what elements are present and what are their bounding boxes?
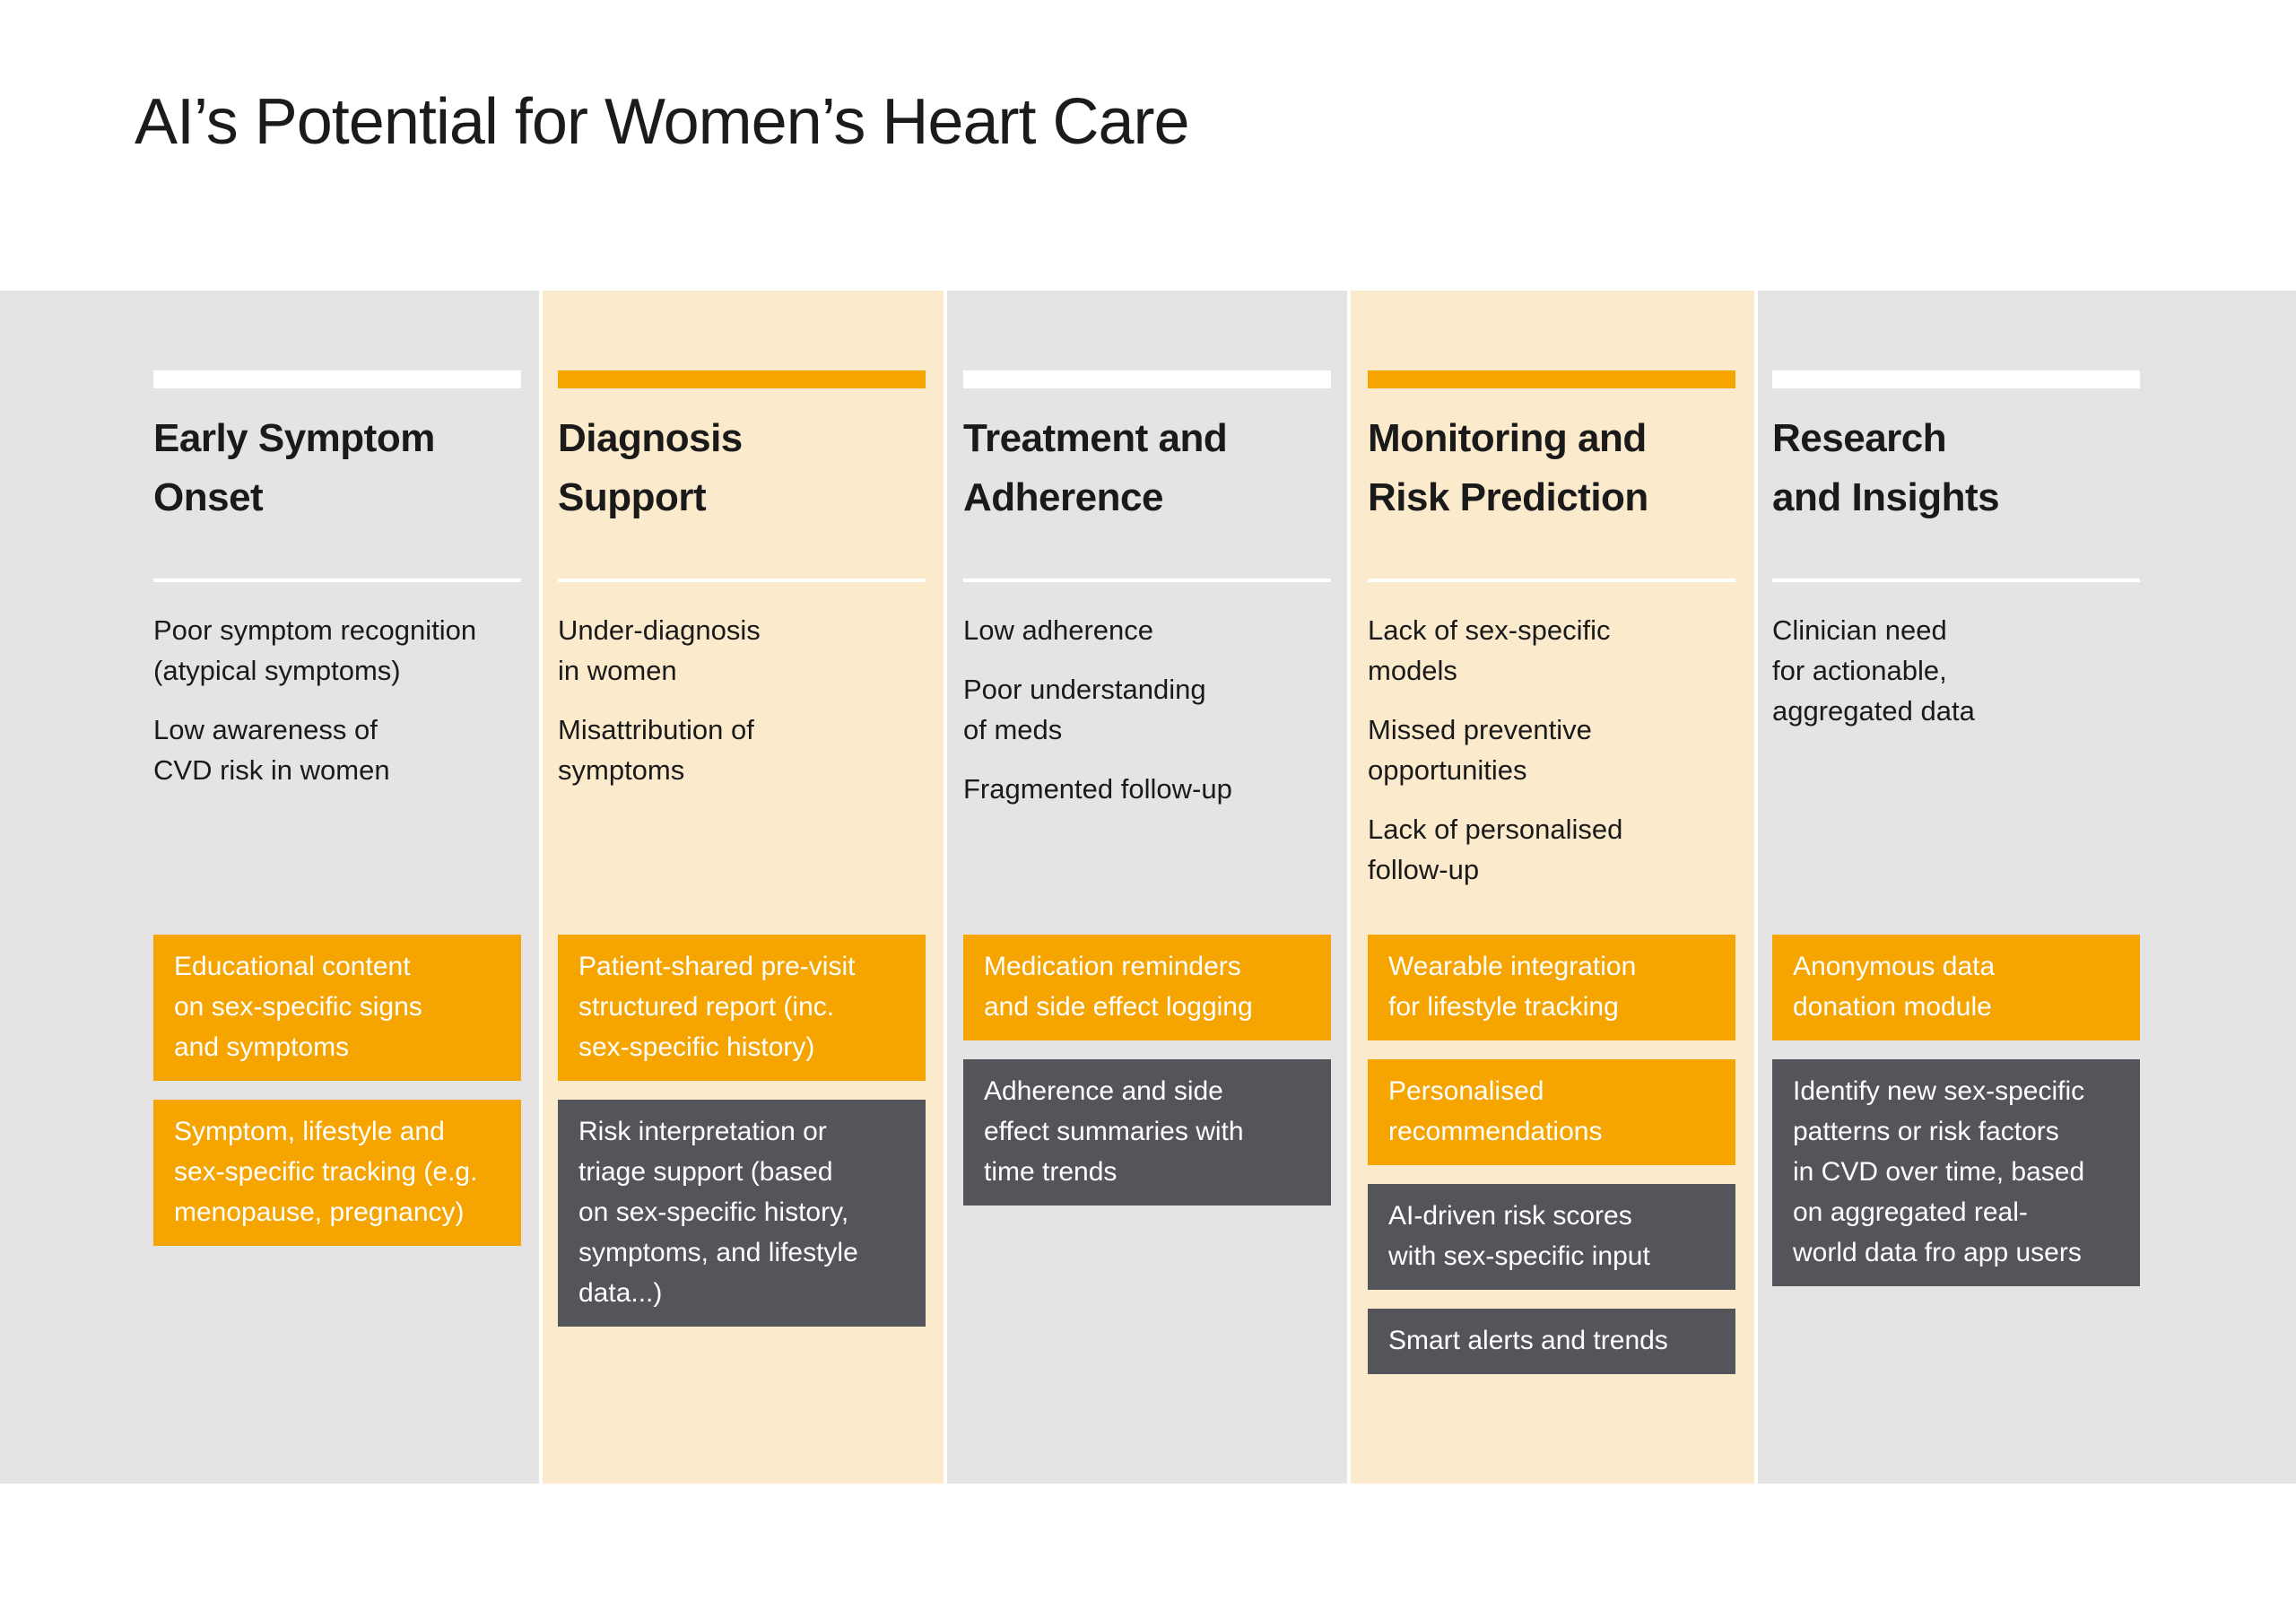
solution-box: Medication reminders and side effect log…	[963, 935, 1331, 1040]
solutions-list: Educational content on sex-specific sign…	[153, 935, 521, 1265]
problem-text: Misattribution of symptoms	[558, 714, 754, 786]
column-heading: Treatment and Adherence	[963, 416, 1228, 519]
solution-box: Identify new sex-specific patterns or ri…	[1772, 1059, 2140, 1286]
column-treatment-and-adherence: Treatment and Adherence Low adherence Po…	[947, 291, 1347, 1484]
column-top-bar	[1368, 370, 1735, 388]
problem-text: Low awareness of CVD risk in women	[153, 714, 390, 786]
column-early-symptom-onset: Early Symptom Onset Poor symptom recogni…	[0, 291, 539, 1484]
solutions-list: Medication reminders and side effect log…	[963, 935, 1331, 1224]
problem-text: Poor understanding of meds	[963, 674, 1206, 745]
column-content: Treatment and Adherence Low adherence Po…	[963, 291, 1331, 1484]
problem-text: Fragmented follow-up	[963, 773, 1232, 805]
problem-text: Low adherence	[963, 614, 1153, 646]
solutions-list: Anonymous data donation module Identify …	[1772, 935, 2140, 1305]
problems-list: Low adherence Poor understanding of meds…	[963, 610, 1331, 828]
heading-divider	[1368, 579, 1735, 582]
page-title: AI’s Potential for Women’s Heart Care	[135, 86, 1190, 158]
problems-list: Under-diagnosis in women Misattribution …	[558, 610, 926, 809]
solution-box: Personalised recommendations	[1368, 1059, 1735, 1165]
column-research-and-insights: Research and Insights Clinician need for…	[1758, 291, 2296, 1484]
column-heading: Early Symptom Onset	[153, 416, 435, 519]
problems-list: Clinician need for actionable, aggregate…	[1772, 610, 2140, 750]
problem-text: Under-diagnosis in women	[558, 614, 761, 686]
solution-box: Symptom, lifestyle and sex-specific trac…	[153, 1100, 521, 1246]
column-top-bar	[153, 370, 521, 388]
column-heading: Monitoring and Risk Prediction	[1368, 416, 1648, 519]
column-content: Diagnosis Support Under-diagnosis in wom…	[558, 291, 926, 1484]
column-top-bar	[963, 370, 1331, 388]
problems-list: Lack of sex-specific models Missed preve…	[1368, 610, 1735, 909]
solution-box: Risk interpretation or triage support (b…	[558, 1100, 926, 1327]
column-content: Research and Insights Clinician need for…	[1772, 291, 2140, 1484]
problem-text: Lack of personalised follow-up	[1368, 814, 1623, 885]
column-heading: Diagnosis Support	[558, 416, 743, 519]
solution-box: Smart alerts and trends	[1368, 1309, 1735, 1374]
column-heading: Research and Insights	[1772, 416, 2000, 519]
solution-box: Wearable integration for lifestyle track…	[1368, 935, 1735, 1040]
heading-divider	[1772, 579, 2140, 582]
problem-text: Lack of sex-specific models	[1368, 614, 1611, 686]
problem-text: Clinician need for actionable, aggregate…	[1772, 614, 1975, 727]
column-top-bar	[558, 370, 926, 388]
solutions-list: Patient-shared pre-visit structured repo…	[558, 935, 926, 1345]
column-top-bar	[1772, 370, 2140, 388]
columns-band: Early Symptom Onset Poor symptom recogni…	[0, 291, 2296, 1484]
heading-divider	[153, 579, 521, 582]
problem-text: Poor symptom recognition (atypical sympt…	[153, 614, 477, 686]
heading-divider	[963, 579, 1331, 582]
solution-box: Anonymous data donation module	[1772, 935, 2140, 1040]
solution-box: Adherence and side effect summaries with…	[963, 1059, 1331, 1206]
solution-box: Educational content on sex-specific sign…	[153, 935, 521, 1081]
problem-text: Missed preventive opportunities	[1368, 714, 1592, 786]
column-content: Early Symptom Onset Poor symptom recogni…	[153, 291, 521, 1484]
problems-list: Poor symptom recognition (atypical sympt…	[153, 610, 521, 809]
solution-box: Patient-shared pre-visit structured repo…	[558, 935, 926, 1081]
column-content: Monitoring and Risk Prediction Lack of s…	[1368, 291, 1735, 1484]
heading-divider	[558, 579, 926, 582]
solution-box: AI-driven risk scores with sex-specific …	[1368, 1184, 1735, 1290]
solutions-list: Wearable integration for lifestyle track…	[1368, 935, 1735, 1393]
column-monitoring-and-risk-prediction: Monitoring and Risk Prediction Lack of s…	[1351, 291, 1754, 1484]
column-diagnosis-support: Diagnosis Support Under-diagnosis in wom…	[543, 291, 944, 1484]
